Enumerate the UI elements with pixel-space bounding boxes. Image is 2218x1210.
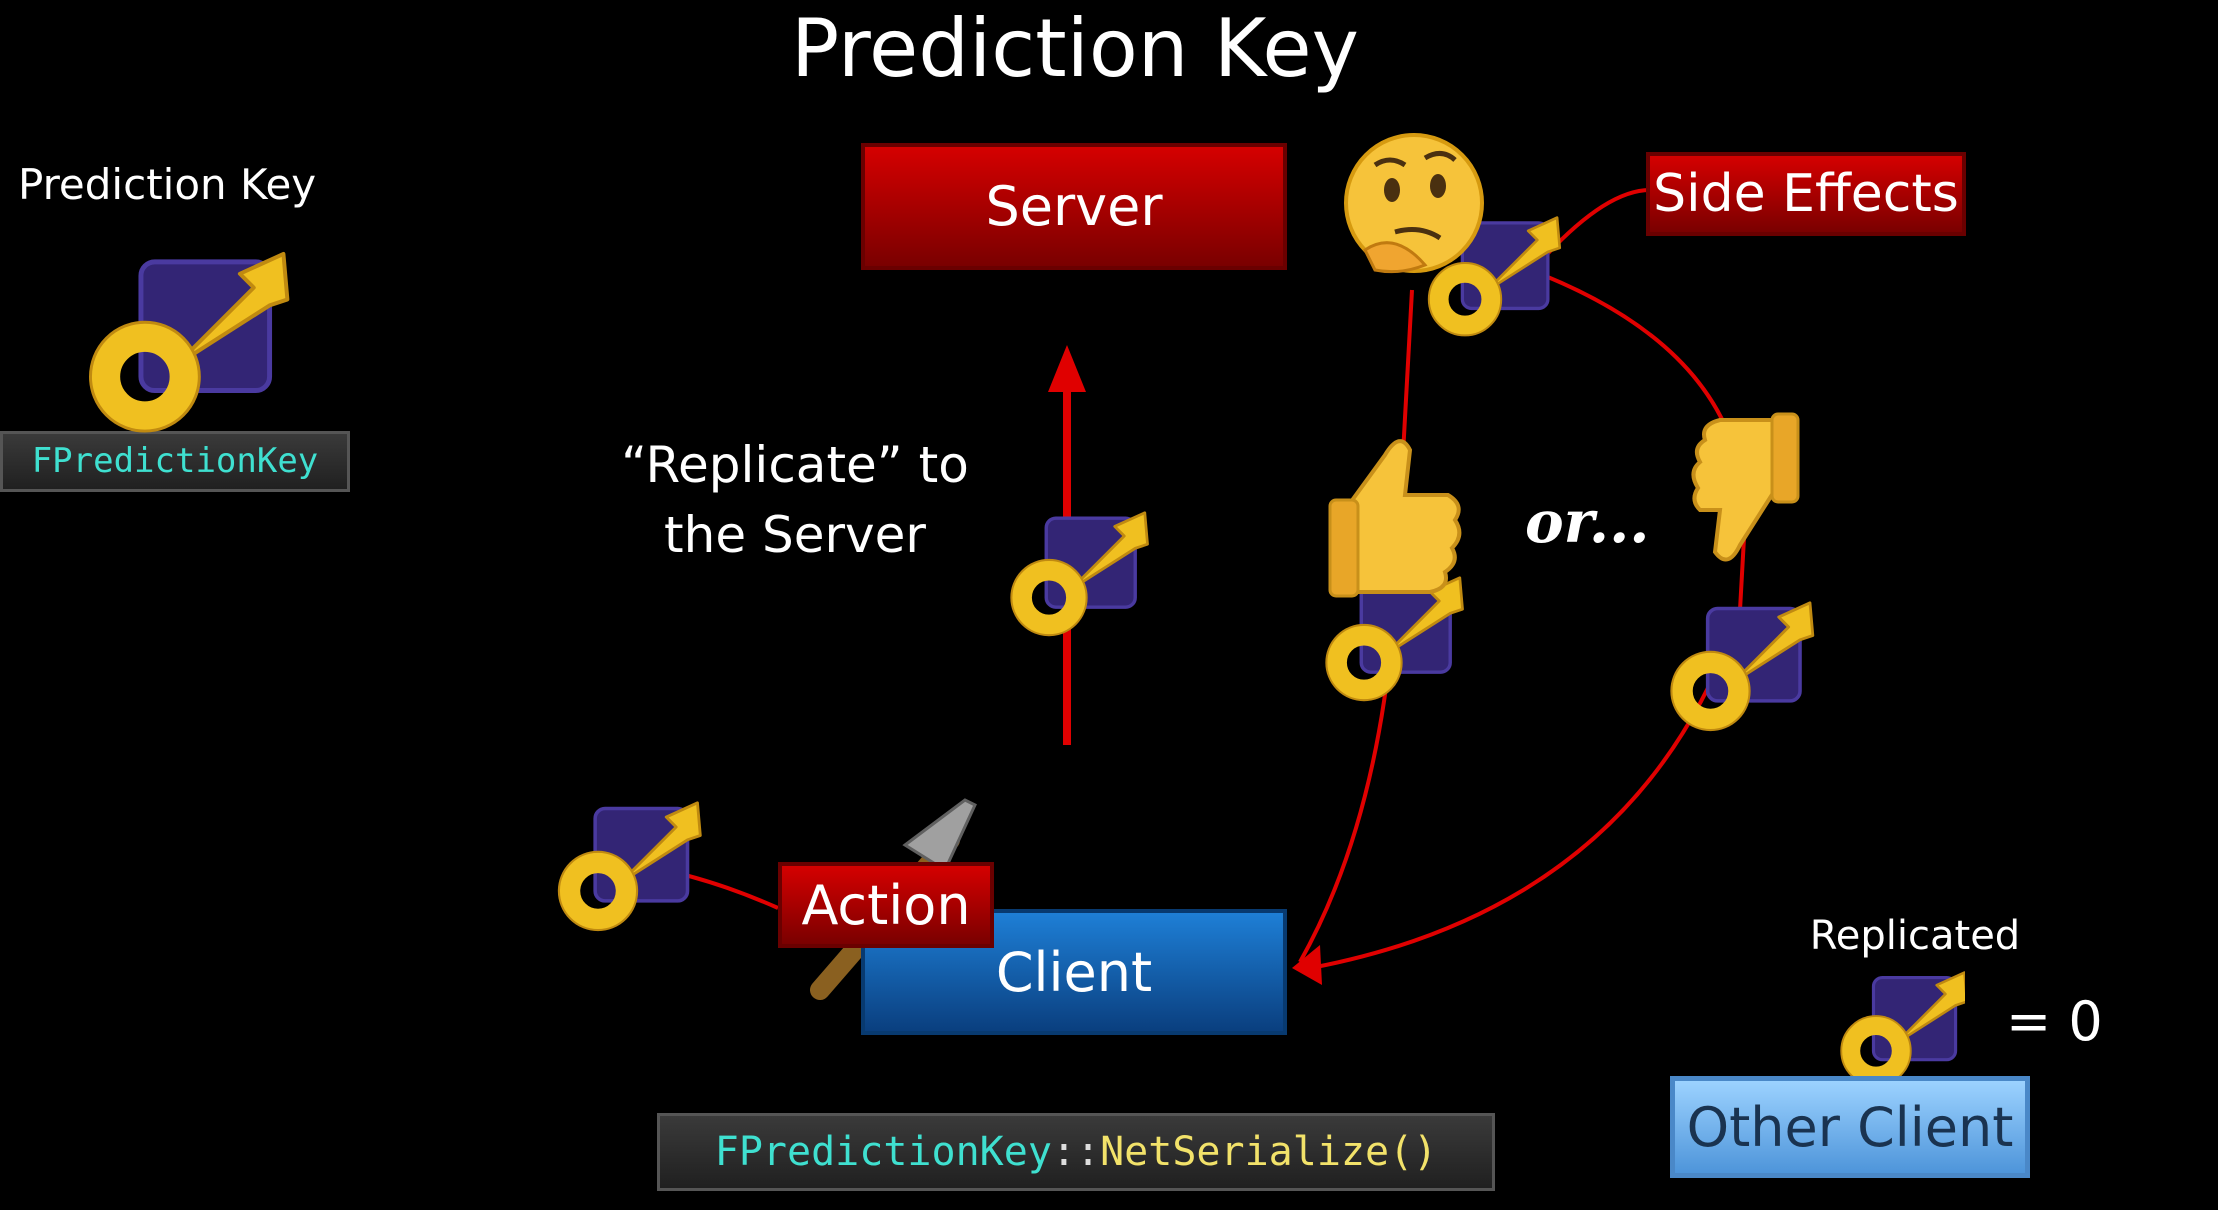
client-arrowhead xyxy=(1292,945,1322,985)
action-key-icon xyxy=(559,803,700,930)
page-title: Prediction Key xyxy=(791,2,1359,95)
replicate-arrowhead xyxy=(1048,345,1086,392)
other-client-box: Other Client xyxy=(1670,1076,2030,1178)
replicated-key-icon xyxy=(1841,973,1967,1086)
thumbs-up-icon xyxy=(1328,439,1462,598)
action-box: Action xyxy=(778,862,994,948)
code-class-name: FPredictionKey xyxy=(714,1129,1052,1175)
equals-zero-label: = 0 xyxy=(2006,990,2103,1053)
code-scope: :: xyxy=(1051,1129,1101,1175)
net-serialize-code: FPredictionKey::NetSerialize() xyxy=(657,1113,1495,1191)
or-label: or... xyxy=(1525,488,1650,556)
legend-key-icon xyxy=(90,254,287,431)
legend-label: Prediction Key xyxy=(18,160,317,209)
code-method: NetSerialize() xyxy=(1100,1129,1438,1175)
replicated-label: Replicated xyxy=(1809,913,2021,959)
thinking-face-icon xyxy=(1344,133,1484,274)
thumbs-down-key-icon xyxy=(1671,603,1812,730)
legend-code-label: FPredictionKey xyxy=(0,431,350,492)
side-effects-box: Side Effects xyxy=(1646,152,1966,236)
server-box: Server xyxy=(861,143,1287,270)
replicate-key-icon xyxy=(1011,513,1147,635)
replicate-caption: “Replicate” to the Server xyxy=(580,430,1010,570)
replicate-caption-line1: “Replicate” to xyxy=(621,436,969,494)
thumbs-down-icon xyxy=(1691,412,1800,562)
replicate-caption-line2: the Server xyxy=(664,506,926,564)
